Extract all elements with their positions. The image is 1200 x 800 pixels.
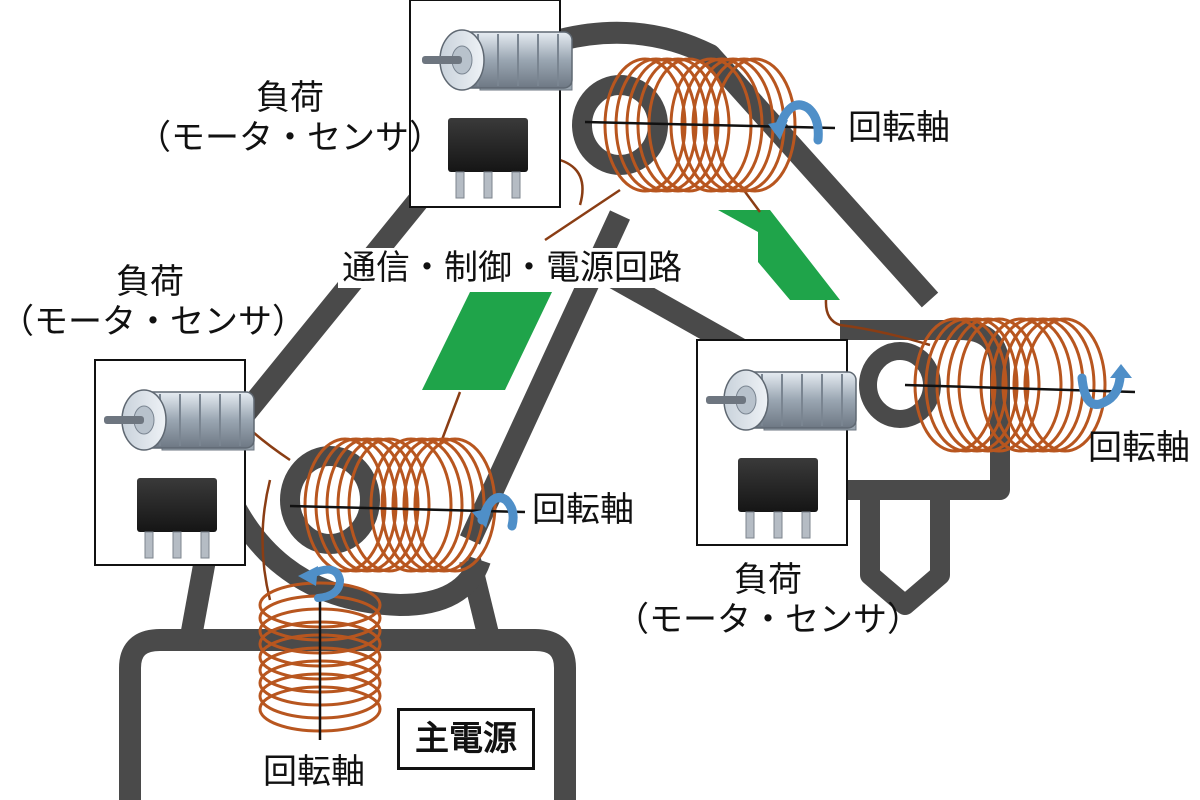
circuit-label: 通信・制御・電源回路 (338, 248, 686, 288)
lower-arm-left-strut (179, 558, 216, 644)
sensor-chip-icon (136, 477, 218, 559)
load-label-right-line1: 負荷 (734, 560, 802, 600)
circuit-label-text: 通信・制御・電源回路 (338, 248, 686, 288)
load-label-left: 負荷 （モータ・センサ） (0, 262, 306, 342)
circuit-board-icon (718, 210, 840, 300)
rotation-arrow-icon (477, 493, 518, 531)
rotation-arrow-icon (768, 120, 788, 140)
load-label-top: 負荷 （モータ・センサ） (120, 78, 460, 158)
arm-base (119, 629, 576, 800)
sensor-chip-icon (737, 457, 819, 539)
axis-label-bottom: 回転軸 (263, 752, 365, 792)
load-label-right: 負荷 （モータ・センサ） (598, 560, 938, 640)
axis-label-top: 回転軸 (848, 108, 950, 148)
load-label-right-line2: （モータ・センサ） (615, 600, 921, 640)
load-label-top-line1: 負荷 (256, 78, 324, 118)
load-box-top (409, 0, 573, 208)
wiring (239, 158, 931, 601)
main-power-label: 主電源 (397, 708, 535, 770)
axis-label-middle: 回転軸 (532, 490, 634, 530)
rotation-arrow-icon (1077, 373, 1125, 409)
load-label-left-line2: （モータ・センサ） (0, 302, 306, 342)
rotation-arrow-icon (1110, 364, 1132, 378)
top-link-arc (557, 21, 939, 308)
gripper-tip (860, 492, 950, 615)
load-label-left-line1: 負荷 (116, 262, 184, 302)
load-label-top-line2: （モータ・センサ） (137, 118, 443, 158)
rotation-arrow-icon (298, 566, 318, 586)
axis-label-right: 回転軸 (1088, 428, 1190, 468)
middle-link-left (231, 173, 444, 427)
sensor-chip-icon (447, 117, 529, 199)
circuit-board-icon (422, 292, 552, 390)
load-box-left (94, 359, 255, 566)
rotation-arrow-icon (773, 100, 823, 145)
load-box-right (696, 339, 857, 546)
rotation-arrow-icon (472, 508, 492, 528)
rotation-arrow-icon (306, 565, 345, 602)
